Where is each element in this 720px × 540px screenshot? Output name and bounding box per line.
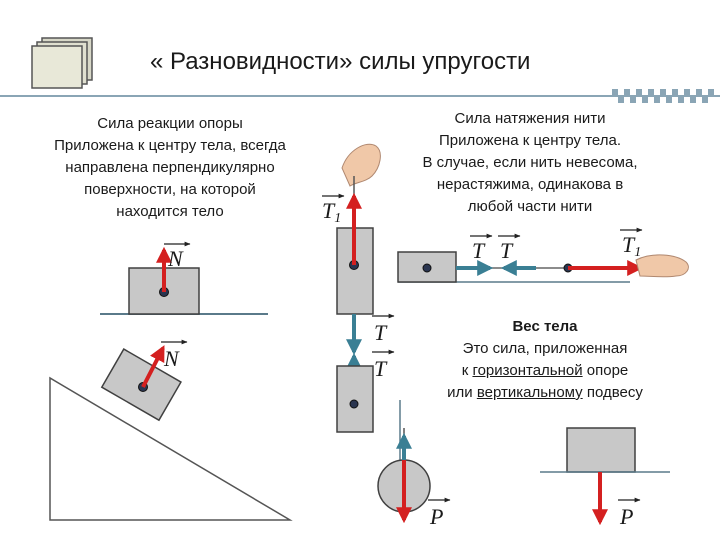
tension-line-4: любой части нити: [467, 198, 593, 215]
N-label: N: [167, 246, 184, 271]
tension-line-1: Приложена к центру тела.: [438, 132, 622, 149]
hand-icon-top: [341, 143, 381, 187]
support-line-4: находится тело: [116, 203, 224, 220]
support-text-block: Сила реакции опоры Приложена к центру те…: [20, 113, 320, 223]
stacked-pages-icon: [31, 37, 93, 89]
weight-line-2-post: опоре: [582, 362, 629, 379]
pulled-block-dot: [422, 263, 432, 273]
inclined-plane: [49, 376, 293, 521]
tension-heading: Сила натяжения нити: [454, 110, 606, 127]
T-h-label-2: T: [500, 238, 514, 263]
lower-block-dot: [349, 399, 359, 409]
rule-pattern: [612, 89, 714, 103]
weight-line-1: Это сила, приложенная: [462, 340, 628, 357]
title-rule: [0, 95, 720, 97]
hand-icon-right: [635, 254, 689, 278]
weight-line-3-underlined: вертикальному: [476, 384, 583, 401]
tension-text-block: Сила натяжения нити Приложена к центру т…: [390, 108, 670, 218]
weight-block: [566, 427, 636, 473]
N2-label: N: [163, 346, 180, 371]
weight-line-2-pre: к: [461, 362, 473, 379]
weight-line-2: к горизонтальной опоре: [410, 360, 680, 382]
P-label-1: P: [429, 504, 443, 529]
incline-normal-arrow: [141, 345, 165, 388]
weight-line-3-post: подвесу: [582, 384, 643, 401]
weight-text-block: Вес тела Это сила, приложенная к горизон…: [410, 316, 680, 404]
weight-line-3-pre: или: [447, 384, 477, 401]
page-title: « Разновидности» силы упругости: [150, 48, 531, 75]
weight-heading: Вес тела: [512, 318, 578, 335]
tension-line-2: В случае, если нить невесома,: [422, 154, 638, 171]
lower-hanging-block: [336, 365, 374, 433]
support-line-3: поверхности, на которой: [84, 181, 256, 198]
support-heading: Сила реакции опоры: [97, 115, 243, 132]
T-h-label-1: T: [472, 238, 486, 263]
T-label-2: T: [374, 356, 388, 381]
T1-label: T1: [322, 198, 341, 226]
support-line-1: Приложена к центру тела, всегда: [54, 137, 286, 154]
weight-line-3: или вертикальному подвесу: [410, 382, 680, 404]
T1-h-label: T1: [622, 232, 641, 260]
support-line-2: направлена перпендикулярно: [65, 159, 275, 176]
P-label-2: P: [619, 504, 633, 529]
T-label-1: T: [374, 320, 388, 345]
tension-line-3: нерастяжима, одинакова в: [436, 176, 624, 193]
weight-line-2-underlined: горизонтальной: [472, 362, 583, 379]
